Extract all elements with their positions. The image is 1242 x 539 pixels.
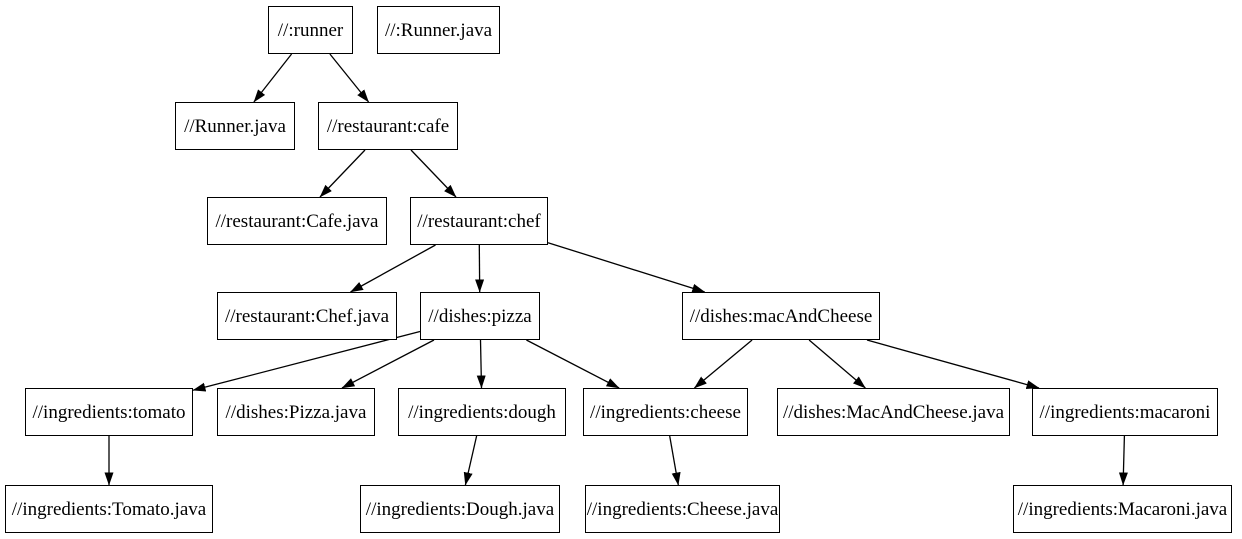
edge-dough-to-dough-java: [463, 435, 478, 486]
graph-node-cheese-java: //ingredients:Cheese.java: [585, 485, 780, 533]
edge-pizza-to-cheese: [526, 339, 620, 389]
graph-node-dough-java: //ingredients:Dough.java: [360, 485, 560, 533]
edge-macaroni-to-macaroni-java: [1118, 435, 1128, 486]
graph-node-runner-java: //Runner.java: [175, 102, 295, 150]
edge-cafe-to-chef: [410, 149, 457, 198]
graph-node-chef: //restaurant:chef: [410, 197, 548, 245]
graph-node-cheese: //ingredients:cheese: [583, 388, 748, 436]
edge-runner-to-runner-java: [253, 53, 293, 103]
graph-node-mac-and-cheese-java: //dishes:MacAndCheese.java: [777, 388, 1010, 436]
graph-node-cafe: //restaurant:cafe: [318, 102, 458, 150]
graph-node-pizza: //dishes:pizza: [420, 292, 540, 340]
edge-runner-to-cafe: [329, 53, 370, 103]
edge-pizza-to-pizza-java: [341, 339, 435, 389]
edge-mac-and-cheese-to-cheese: [693, 339, 753, 389]
edge-pizza-to-tomato: [192, 330, 421, 392]
edge-cheese-to-cheese-java: [669, 435, 681, 486]
edge-mac-and-cheese-to-macaroni: [866, 339, 1040, 389]
graph-node-runner-java-root: //:Runner.java: [377, 6, 500, 54]
graph-node-tomato-java: //ingredients:Tomato.java: [5, 485, 213, 533]
graph-node-dough: //ingredients:dough: [398, 388, 566, 436]
graph-node-macaroni: //ingredients:macaroni: [1032, 388, 1218, 436]
graph-node-chef-java: //restaurant:Chef.java: [217, 292, 397, 340]
edge-cafe-to-cafe-java: [319, 149, 366, 198]
graph-node-runner: //:runner: [268, 6, 353, 54]
graph-node-tomato: //ingredients:tomato: [25, 388, 193, 436]
edge-chef-to-chef-java: [350, 244, 436, 293]
edge-pizza-to-dough: [476, 339, 486, 389]
graph-node-mac-and-cheese: //dishes:macAndCheese: [682, 292, 880, 340]
edge-chef-to-mac-and-cheese: [547, 242, 706, 293]
graph-node-macaroni-java: //ingredients:Macaroni.java: [1013, 485, 1232, 533]
graph-node-pizza-java: //dishes:Pizza.java: [217, 388, 375, 436]
graph-node-cafe-java: //restaurant:Cafe.java: [207, 197, 387, 245]
edge-mac-and-cheese-to-mac-and-cheese-java: [808, 339, 866, 389]
